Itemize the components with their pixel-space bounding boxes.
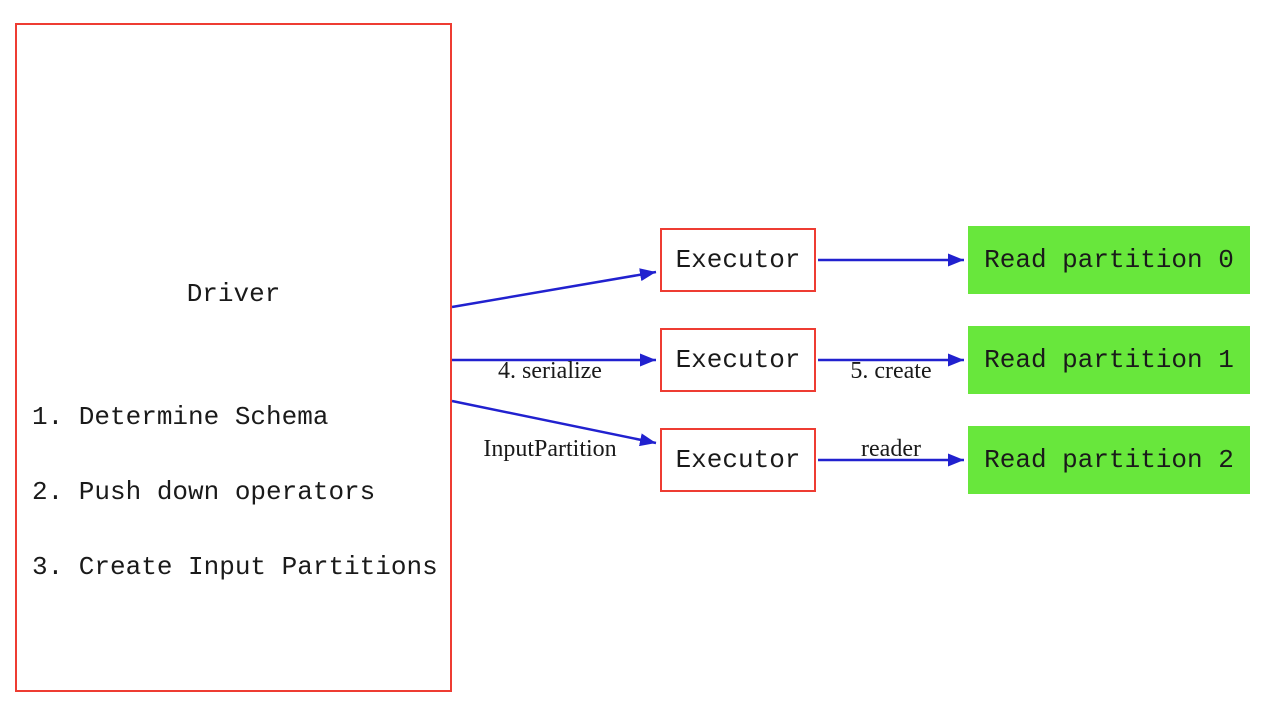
edge-label-line: 4. serialize: [498, 358, 602, 384]
driver-steps: 1. Determine Schema 2. Push down operato…: [32, 355, 438, 630]
read-partition-node-2: Read partition 2: [968, 426, 1250, 494]
executor-node-0: Executor: [660, 228, 816, 292]
driver-step: 1. Determine Schema: [32, 402, 329, 432]
read-partition-label: Read partition 0: [984, 245, 1234, 275]
executor-label: Executor: [675, 245, 801, 275]
executor-label: Executor: [675, 445, 801, 475]
edge-label-line: InputPartition: [483, 436, 617, 462]
executor-node-1: Executor: [660, 328, 816, 392]
driver-step: 2. Push down operators: [32, 477, 376, 507]
driver-step: 3. Create Input Partitions: [32, 552, 438, 582]
driver-title: Driver: [186, 279, 281, 309]
executor-node-2: Executor: [660, 428, 816, 492]
arrow-driver-to-executor-0: [451, 268, 657, 309]
read-partition-node-0: Read partition 0: [968, 226, 1250, 294]
driver-node: Driver 1. Determine Schema 2. Push down …: [15, 23, 452, 692]
read-partition-label: Read partition 1: [984, 345, 1234, 375]
executor-label: Executor: [675, 345, 801, 375]
arrow-driver-to-executor-2: [451, 399, 657, 447]
read-partition-node-1: Read partition 1: [968, 326, 1250, 394]
edge-label-create-reader: 5. create reader: [801, 306, 981, 514]
edge-label-line: 5. create: [850, 358, 932, 384]
edge-label-serialize-inputpartition: 4. serialize InputPartition: [444, 306, 656, 514]
edge-label-line: reader: [861, 436, 921, 462]
read-partition-label: Read partition 2: [984, 445, 1234, 475]
